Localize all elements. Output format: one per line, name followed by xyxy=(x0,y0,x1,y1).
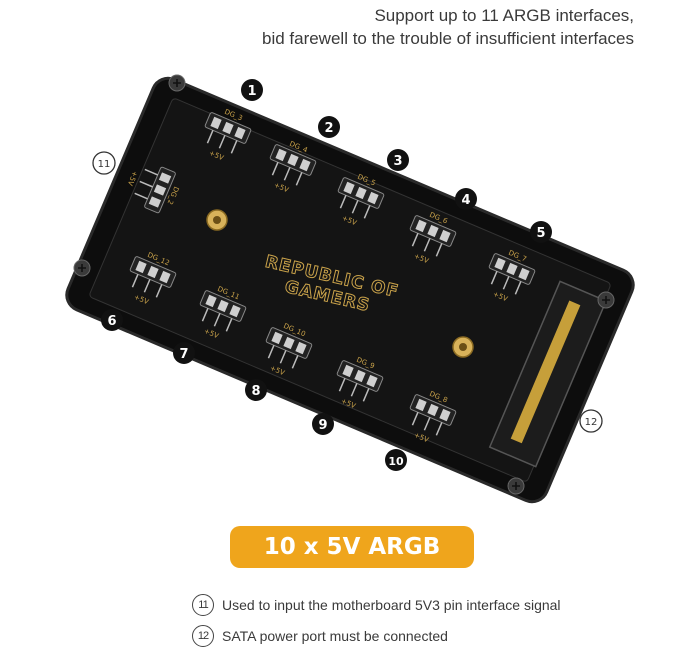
note-marker: 11 xyxy=(192,594,214,616)
svg-text:7: 7 xyxy=(179,347,188,362)
port-callout-marker: 5 xyxy=(530,221,552,243)
port-callout-marker: 6 xyxy=(101,309,123,331)
svg-text:1: 1 xyxy=(247,84,256,99)
svg-text:8: 8 xyxy=(251,384,260,399)
svg-text:9: 9 xyxy=(318,418,327,433)
port-callout-marker: 1 xyxy=(241,79,263,101)
brass-standoff-icon xyxy=(452,336,474,358)
corner-screw-icon xyxy=(168,74,186,92)
port-callout-marker: 4 xyxy=(455,188,477,210)
header-line-2: bid farewell to the trouble of insuffici… xyxy=(261,29,634,48)
port-callout-marker: 2 xyxy=(318,116,340,138)
header-line-1: Support up to 11 ARGB interfaces, xyxy=(374,6,634,25)
svg-text:2: 2 xyxy=(324,121,333,136)
port-callout-marker: 7 xyxy=(173,342,195,364)
corner-screw-icon xyxy=(597,291,615,309)
port-callout-marker: 8 xyxy=(245,379,267,401)
note-sata-port: 12 SATA power port must be connected xyxy=(192,625,448,647)
argb-header: DG_2+5V xyxy=(126,166,180,214)
note-text: Used to input the motherboard 5V3 pin in… xyxy=(222,597,561,613)
port-callout-marker: 9 xyxy=(312,413,334,435)
svg-text:4: 4 xyxy=(461,193,470,208)
argb-header: DG_9+5V xyxy=(336,356,384,410)
svg-text:10: 10 xyxy=(388,455,404,468)
header-tagline: Support up to 11 ARGB interfaces, bid fa… xyxy=(262,4,634,50)
svg-text:6: 6 xyxy=(107,314,116,329)
brass-standoff-icon xyxy=(206,209,228,231)
note-marker: 12 xyxy=(192,625,214,647)
argb-ports-badge: 10 x 5V ARGB ports xyxy=(230,526,474,602)
input-port-callout: 11 xyxy=(92,151,116,175)
svg-text:3: 3 xyxy=(393,154,402,169)
argb-header: DG_12+5V xyxy=(129,251,177,306)
corner-screw-icon xyxy=(73,259,91,277)
note-text: SATA power port must be connected xyxy=(222,628,448,644)
note-input-port: 11 Used to input the motherboard 5V3 pin… xyxy=(192,594,561,616)
port-callout-marker: 3 xyxy=(387,149,409,171)
port-callout-marker: 10 xyxy=(385,449,407,471)
sata-power-connector xyxy=(488,280,608,468)
svg-text:11: 11 xyxy=(98,159,111,170)
argb-hub-board: REPUBLIC OF GAMERS DG_3+5VDG_4+5VDG_5+5V… xyxy=(65,74,635,504)
sata-port-callout: 12 xyxy=(579,409,603,433)
argb-header: DG_8+5V xyxy=(409,390,457,444)
svg-text:5: 5 xyxy=(536,226,545,241)
corner-screw-icon xyxy=(507,477,525,495)
svg-text:12: 12 xyxy=(585,417,598,428)
